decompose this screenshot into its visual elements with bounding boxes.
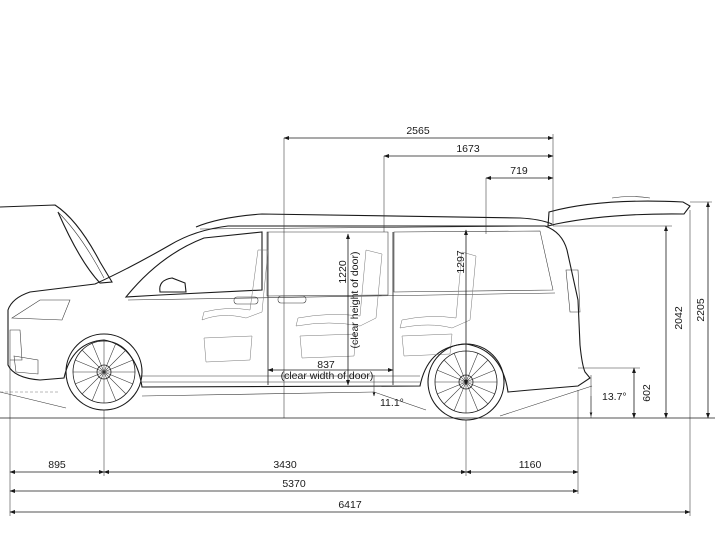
bottom-dimension-group: 895 3430 1160 5370 6417: [9, 210, 691, 516]
dim-label-1160: 1160: [519, 459, 542, 471]
door-width-group: 837 (clear width of door): [267, 359, 394, 382]
right-height-group: 602 2042 2205: [553, 201, 712, 419]
dim-label-2205: 2205: [695, 298, 707, 322]
dim-label-1220: 1220: [337, 260, 349, 284]
angle-label-rear: 13.7°: [602, 391, 627, 403]
dim-label-837: 837: [317, 359, 335, 371]
dim-caption-clear-width: (clear width of door): [281, 370, 374, 382]
front-wheel: [65, 333, 143, 411]
interior-height-group: 1220 (clear height of door) 1297: [337, 229, 468, 386]
dim-label-895: 895: [48, 459, 66, 471]
dim-label-602: 602: [641, 384, 653, 402]
dim-label-719: 719: [510, 165, 528, 177]
dim-label-2565: 2565: [406, 125, 430, 137]
dim-label-2042: 2042: [673, 306, 685, 330]
dim-label-5370: 5370: [282, 478, 306, 490]
angle-group: 11.1° 13.7°: [0, 375, 627, 418]
dim-label-3430: 3430: [273, 459, 297, 471]
angle-label-front: 11.1°: [380, 397, 404, 409]
dim-label-1673: 1673: [456, 143, 480, 155]
dim-caption-clear-height: (clear height of door): [349, 252, 361, 349]
dim-label-6417: 6417: [338, 499, 362, 511]
vehicle-side-view: [0, 196, 691, 393]
dim-label-1297: 1297: [455, 250, 467, 274]
